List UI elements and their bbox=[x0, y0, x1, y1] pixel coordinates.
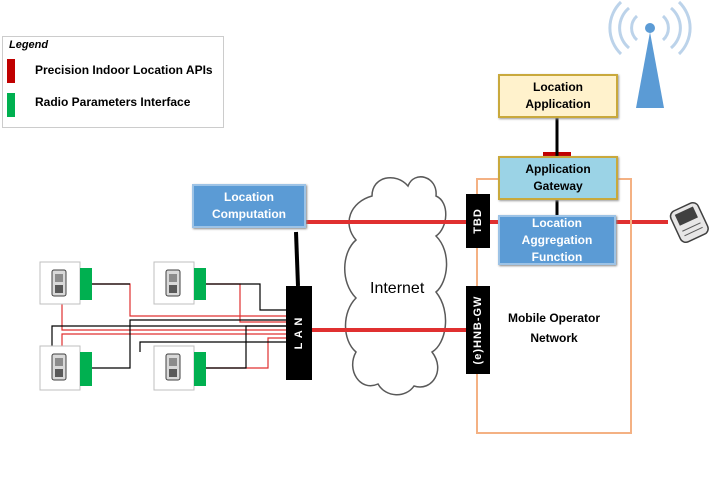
access-point-3[interactable] bbox=[39, 345, 92, 391]
lan-switch[interactable]: L A N bbox=[286, 286, 312, 380]
hnb-gw-node[interactable]: (e)HNB-GW bbox=[466, 286, 490, 374]
internet-label: Internet bbox=[370, 280, 425, 297]
legend-label-radio: Radio Parameters Interface bbox=[35, 95, 191, 109]
legend-label-api: Precision Indoor Location APIs bbox=[35, 63, 213, 77]
access-point-1[interactable] bbox=[39, 261, 92, 305]
legend-title: Legend bbox=[9, 39, 49, 51]
internet-cloud bbox=[344, 176, 448, 396]
tbd-label: TBD bbox=[472, 208, 484, 234]
legend-swatch-api bbox=[7, 59, 15, 83]
phone-icon bbox=[51, 353, 67, 381]
tbd-node[interactable]: TBD bbox=[466, 194, 490, 248]
lan-label: L A N bbox=[293, 316, 305, 350]
location-application-box[interactable]: Location Application bbox=[498, 74, 618, 118]
mobile-device-icon[interactable] bbox=[669, 201, 711, 244]
hnb-gw-label: (e)HNB-GW bbox=[472, 295, 484, 365]
cell-tower-icon bbox=[608, 0, 692, 108]
link-computation-lan bbox=[294, 231, 300, 287]
location-aggregation-function-box[interactable]: Location Aggregation Function bbox=[498, 215, 616, 265]
location-computation-box[interactable]: Location Computation bbox=[192, 184, 306, 228]
legend: Legend Precision Indoor Location APIs Ra… bbox=[2, 36, 224, 128]
ap-lan-links bbox=[51, 283, 286, 371]
access-point-2[interactable] bbox=[153, 261, 206, 305]
phone-icon bbox=[165, 269, 181, 297]
access-point-4[interactable] bbox=[153, 345, 206, 391]
phone-icon bbox=[51, 269, 67, 297]
legend-swatch-radio bbox=[7, 93, 15, 117]
application-gateway-box[interactable]: Application Gateway bbox=[498, 156, 618, 200]
mobile-operator-network-label: Mobile Operator Network bbox=[507, 311, 600, 345]
phone-icon bbox=[165, 353, 181, 381]
